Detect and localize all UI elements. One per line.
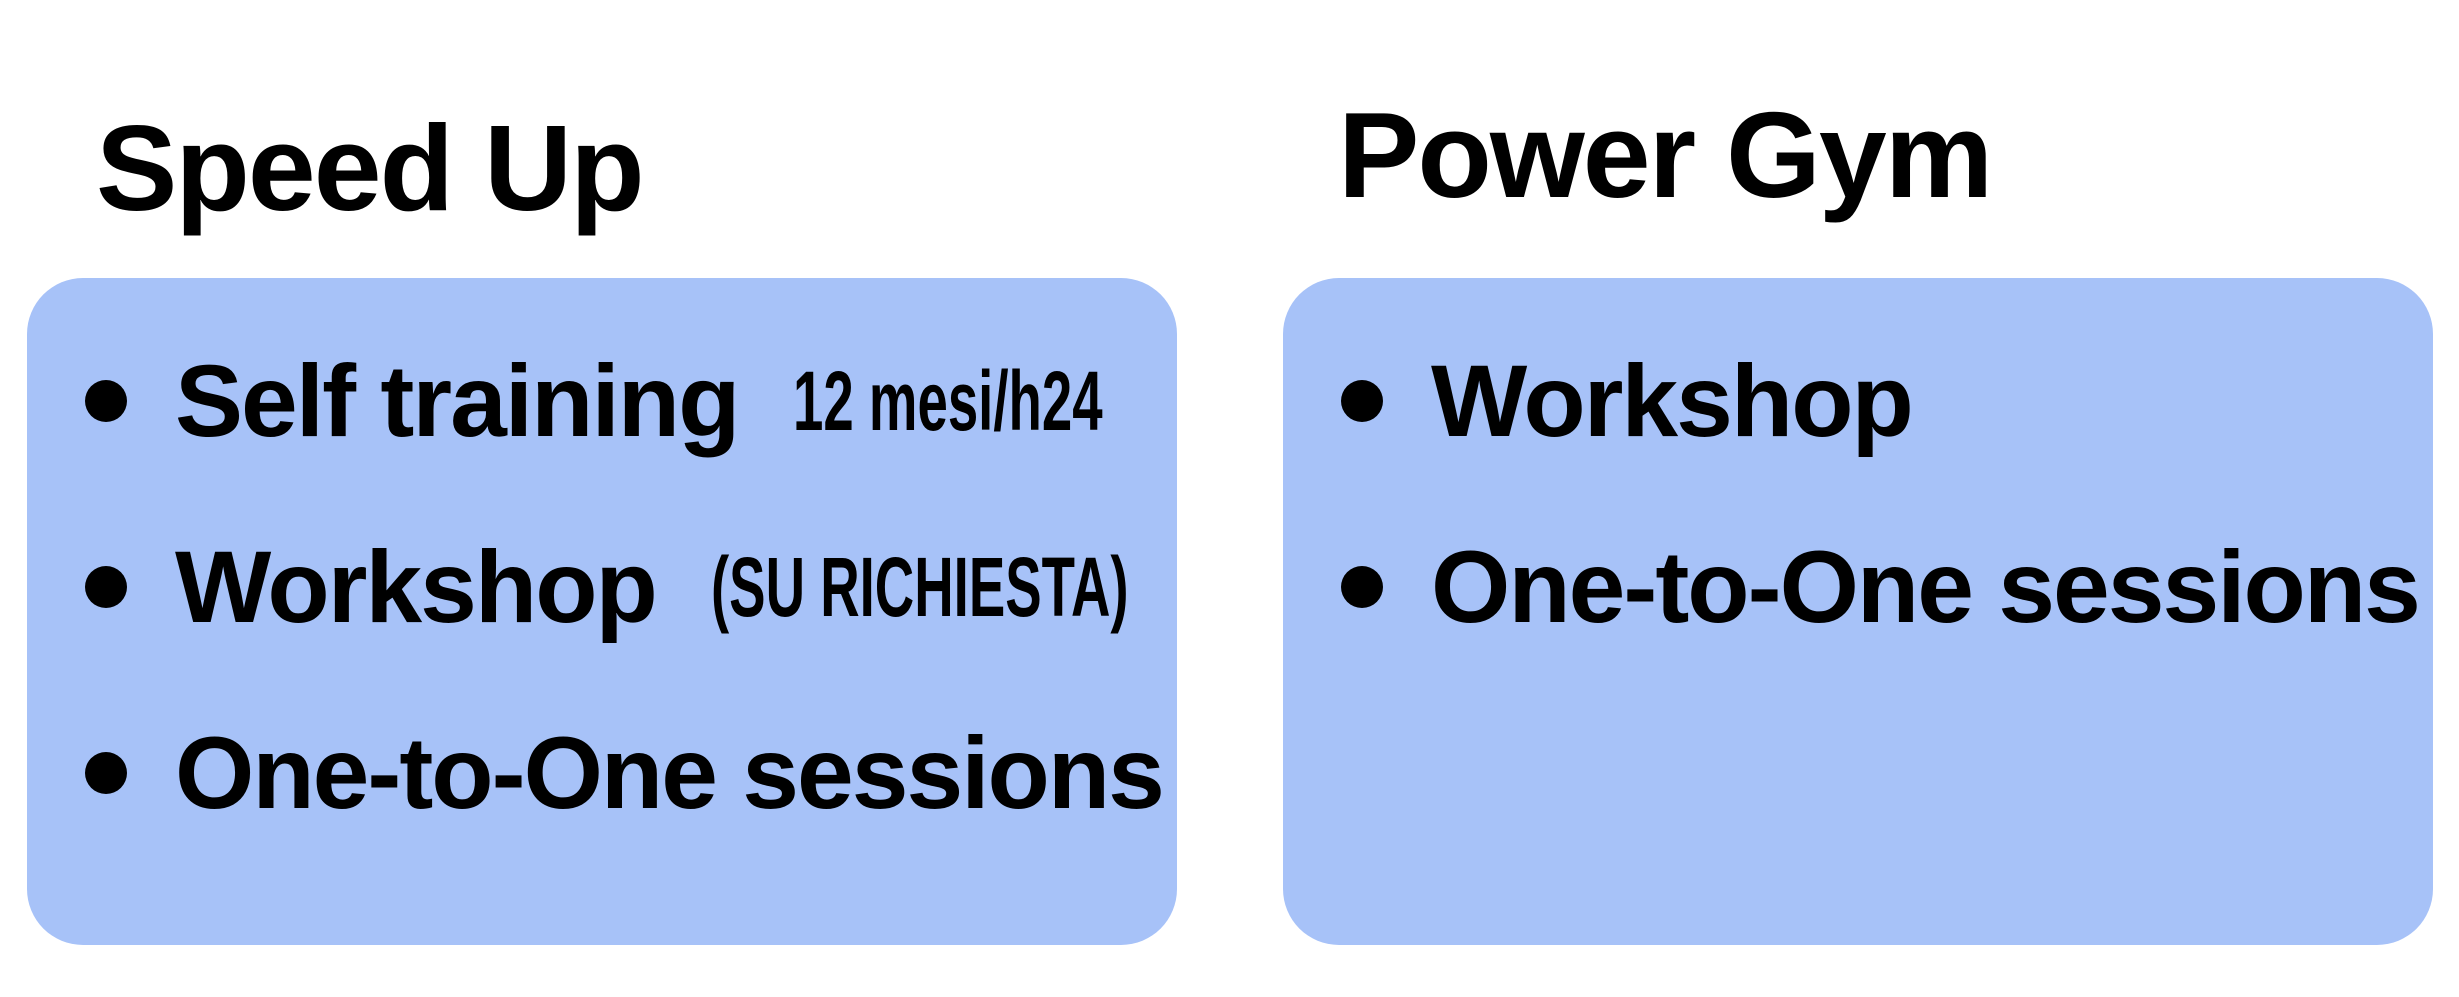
list-item: One-to-One sessions [27,680,1177,866]
list-item: Workshop (SU RICHIESTA) [27,494,1177,680]
list-item-label: Workshop [175,530,658,644]
list-item-label: Self training [175,344,740,458]
card-title-speed-up: Speed Up [96,100,645,236]
card-title-power-gym: Power Gym [1338,87,1993,223]
list-item: Self training 12 mesi/h24 [27,308,1177,494]
bullet-dot-icon [1341,566,1383,608]
list-item-label: One-to-One sessions [175,716,1165,830]
list-item-label: One-to-One sessions [1431,530,2421,644]
card-speed-up: Self training 12 mesi/h24 Workshop (SU R… [27,278,1177,945]
bullet-dot-icon [85,566,127,608]
list-item-label: Workshop [1431,344,1914,458]
card-power-gym: Workshop One-to-One sessions [1283,278,2433,945]
bullet-dot-icon [85,752,127,794]
list-item: One-to-One sessions [1283,494,2433,680]
list-item-note: 12 mesi/h24 [793,354,1104,448]
list-item: Workshop [1283,308,2433,494]
list-item-note: (SU RICHIESTA) [710,540,1129,634]
bullet-dot-icon [85,380,127,422]
bullet-dot-icon [1341,380,1383,422]
